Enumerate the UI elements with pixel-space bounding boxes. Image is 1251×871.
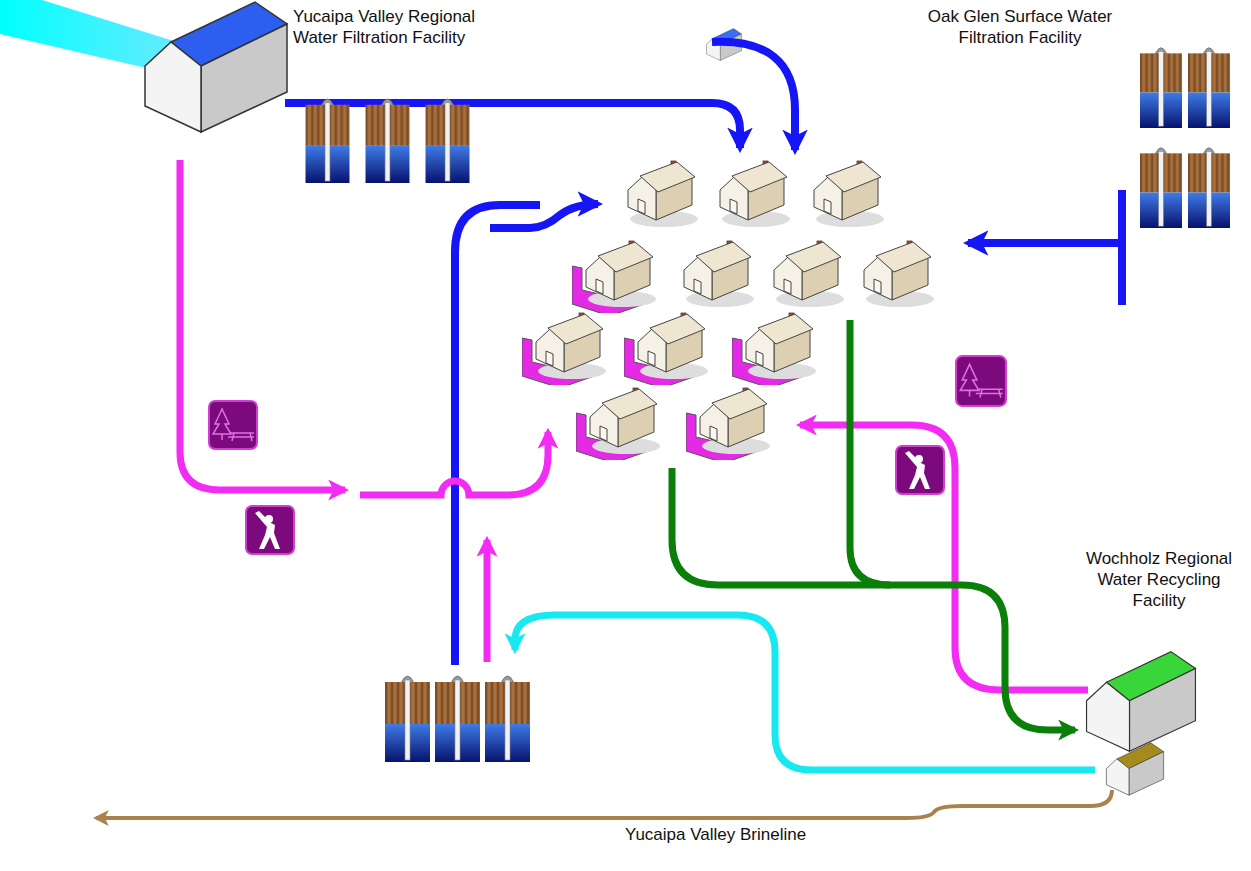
- homes: [522, 161, 934, 463]
- green-pipe: [672, 468, 1075, 730]
- brineline-pipe: [96, 790, 1112, 818]
- magenta-pipe: [360, 432, 548, 495]
- blue-pipe: [1118, 190, 1126, 305]
- facility-node: Oak Glen Surface Water Filtration Facili…: [900, 4, 1140, 50]
- pipeline-label: Yucaipa Valley Brineline: [622, 824, 809, 845]
- blue-pipe: [968, 239, 1122, 247]
- house: [814, 161, 884, 227]
- well-group: [385, 676, 530, 762]
- desalter-building: [1106, 743, 1163, 795]
- cyan-pipe: [515, 615, 1095, 770]
- well: [1140, 48, 1182, 128]
- recycled-water-pipes: [180, 160, 1088, 690]
- blue-pipe: [712, 42, 795, 150]
- house: [586, 241, 656, 307]
- well: [385, 676, 430, 762]
- park-icon: [209, 401, 257, 449]
- facility-label: Yucaipa Valley Regional Water Filtration…: [293, 6, 502, 48]
- well: [426, 99, 470, 183]
- well: [435, 676, 480, 762]
- house: [774, 241, 844, 307]
- golf-icon: [896, 446, 944, 494]
- well: [1188, 48, 1230, 128]
- facility-label: Oak Glen Surface Water Filtration Facili…: [903, 6, 1137, 48]
- house: [864, 241, 934, 307]
- blue-pipe: [285, 103, 740, 148]
- facility-node: Yucaipa Valley Regional Water Filtration…: [290, 4, 505, 50]
- well: [306, 99, 350, 183]
- filtration-building: [145, 2, 287, 132]
- house: [746, 313, 816, 379]
- house: [638, 313, 708, 379]
- magenta-pipe: [180, 160, 345, 490]
- house: [628, 161, 698, 227]
- well-group: [1140, 48, 1230, 228]
- park-icon: [956, 356, 1006, 406]
- magenta-pipe: [484, 540, 491, 662]
- blue-pipe: [455, 205, 540, 665]
- magenta-pipe: [800, 425, 1088, 690]
- facility-label: Wochholz Regional Water Recycling Facili…: [1078, 548, 1240, 611]
- well-group: [306, 99, 470, 183]
- wastewater-pipes: [672, 320, 1075, 730]
- house: [590, 388, 660, 454]
- house: [536, 313, 606, 379]
- house: [684, 241, 754, 307]
- well: [485, 676, 530, 762]
- green-pipe: [850, 320, 890, 585]
- well: [1188, 148, 1230, 228]
- well: [366, 99, 410, 183]
- well: [1140, 148, 1182, 228]
- golf-icon: [246, 506, 294, 554]
- house: [700, 388, 770, 454]
- facility-node: Wochholz Regional Water Recycling Facili…: [1075, 546, 1243, 613]
- house: [720, 161, 790, 227]
- potable-water-pipes: [285, 42, 1122, 665]
- recycling-building: [1087, 652, 1196, 752]
